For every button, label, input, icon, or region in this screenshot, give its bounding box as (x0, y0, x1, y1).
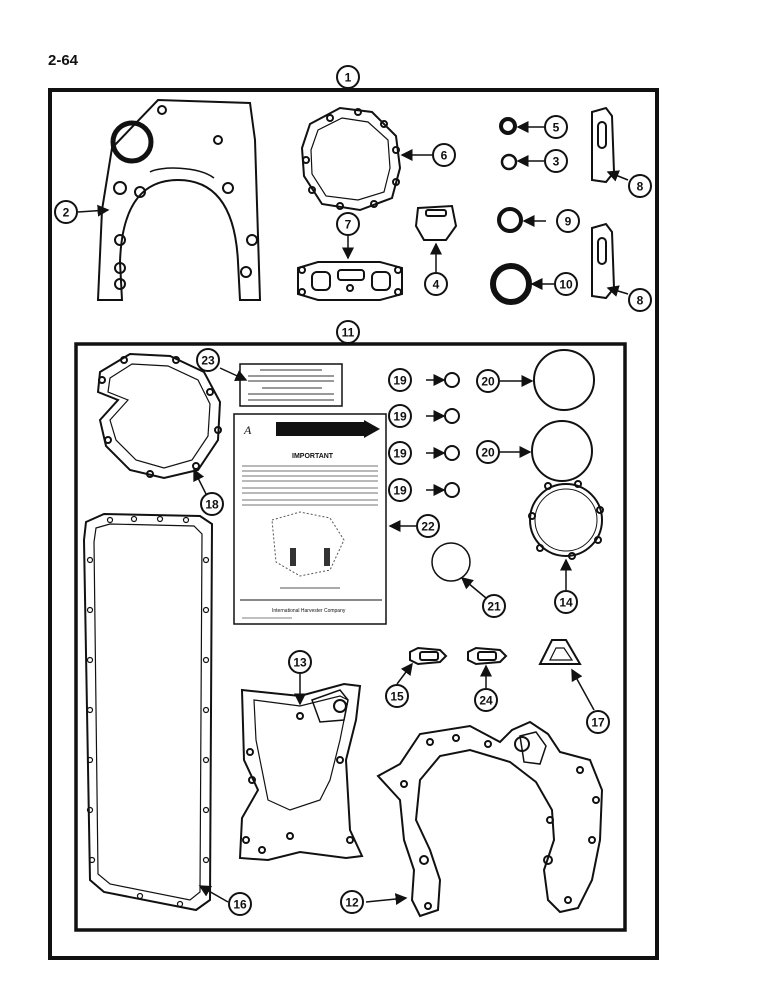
callout-c6: 6 (432, 143, 456, 167)
callout-number: 1 (345, 71, 352, 85)
part-4-gasket (414, 204, 458, 241)
callout-c4: 4 (424, 272, 448, 296)
callout-c10: 10 (554, 272, 578, 296)
part-20-ring-upper (533, 349, 595, 411)
part-3-seal (500, 153, 518, 171)
part-19-ring-2 (444, 408, 460, 424)
callout-c14: 14 (554, 590, 578, 614)
callout-number: 5 (553, 121, 560, 135)
callout-c8b: 8 (628, 288, 652, 312)
part-8-gasket-upper (591, 106, 616, 184)
callout-number: 23 (201, 354, 215, 368)
callout-number: 15 (390, 690, 404, 704)
callout-group: 1234567889101112131415161718191919192020… (54, 65, 652, 916)
part-10-oil-seal (490, 263, 532, 305)
part-9-seal (497, 207, 523, 233)
callout-number: 2 (63, 206, 70, 220)
callout-c19a: 19 (388, 368, 412, 392)
part-13-front-plate-gasket (238, 682, 364, 862)
callout-c9: 9 (556, 209, 580, 233)
callout-number: 10 (559, 278, 573, 292)
callout-number: 22 (421, 520, 435, 534)
part-21-seal (431, 542, 471, 582)
part-16-oil-pan-gasket (82, 512, 214, 912)
callout-c19b: 19 (388, 404, 412, 428)
part-15-gasket (409, 646, 448, 666)
callout-number: 18 (205, 498, 219, 512)
part-17-gasket (538, 639, 582, 665)
part-6-cover-gasket (300, 106, 402, 212)
part-7-plate-gasket (297, 261, 403, 301)
callout-c22: 22 (416, 514, 440, 538)
svg-text:A: A (243, 423, 252, 437)
callout-number: 19 (393, 484, 407, 498)
callout-c1: 1 (336, 65, 360, 89)
callout-c18: 18 (200, 492, 224, 516)
callout-c20a: 20 (476, 369, 500, 393)
sheet-footer: International Harvester Company (272, 608, 346, 614)
part-5-o-ring (499, 117, 517, 135)
callout-c16: 16 (228, 892, 252, 916)
callout-c15: 15 (385, 684, 409, 708)
part-22-instruction-sheet: A IMPORTANT International Harvester Comp… (233, 413, 387, 625)
callout-number: 11 (342, 326, 355, 340)
part-14-gasket (528, 480, 604, 560)
callout-c17: 17 (586, 710, 610, 734)
callout-c5: 5 (544, 115, 568, 139)
part-20-ring-lower (531, 420, 593, 482)
part-19-ring-1 (444, 372, 460, 388)
callout-number: 3 (553, 155, 560, 169)
leader-lines (77, 121, 629, 906)
callout-c2: 2 (54, 200, 78, 224)
callout-number: 8 (637, 180, 644, 194)
callout-number: 20 (481, 375, 495, 389)
callout-c24: 24 (474, 688, 498, 712)
callout-number: 20 (481, 446, 495, 460)
callout-number: 24 (479, 694, 493, 708)
part-8-gasket-lower (591, 222, 616, 300)
inner-frame (74, 342, 627, 932)
callout-number: 19 (393, 447, 407, 461)
page-number: 2-64 (48, 52, 79, 69)
callout-c13: 13 (288, 650, 312, 674)
part-19-ring-3 (444, 445, 460, 461)
part-24-gasket (467, 646, 508, 666)
callout-c3: 3 (544, 149, 568, 173)
part-19-ring-4 (444, 482, 460, 498)
callout-c12: 12 (340, 890, 364, 914)
outer-frame (48, 88, 659, 960)
callout-c19c: 19 (388, 441, 412, 465)
callout-c11: 11 (336, 320, 360, 344)
callout-number: 4 (433, 278, 440, 292)
callout-number: 17 (591, 716, 605, 730)
callout-c23: 23 (196, 348, 220, 372)
callout-number: 8 (637, 294, 644, 308)
callout-number: 13 (293, 656, 307, 670)
part-18-timing-gasket (96, 352, 222, 480)
callout-number: 14 (559, 596, 573, 610)
part-12-timing-cover-gasket (376, 720, 604, 918)
callout-number: 19 (393, 374, 407, 388)
callout-c19d: 19 (388, 478, 412, 502)
callout-number: 16 (233, 898, 247, 912)
callout-number: 19 (393, 410, 407, 424)
callout-number: 9 (565, 215, 572, 229)
callout-number: 7 (345, 218, 352, 232)
part-2-flywheel-housing-gasket (96, 98, 262, 301)
callout-c8a: 8 (628, 174, 652, 198)
callout-number: 12 (345, 896, 359, 910)
callout-c21: 21 (482, 594, 506, 618)
sheet-title: IMPORTANT (292, 453, 334, 460)
callout-number: 6 (441, 149, 448, 163)
part-23-label (239, 363, 343, 407)
callout-c20b: 20 (476, 440, 500, 464)
callout-number: 21 (487, 600, 501, 614)
callout-c7: 7 (336, 212, 360, 236)
